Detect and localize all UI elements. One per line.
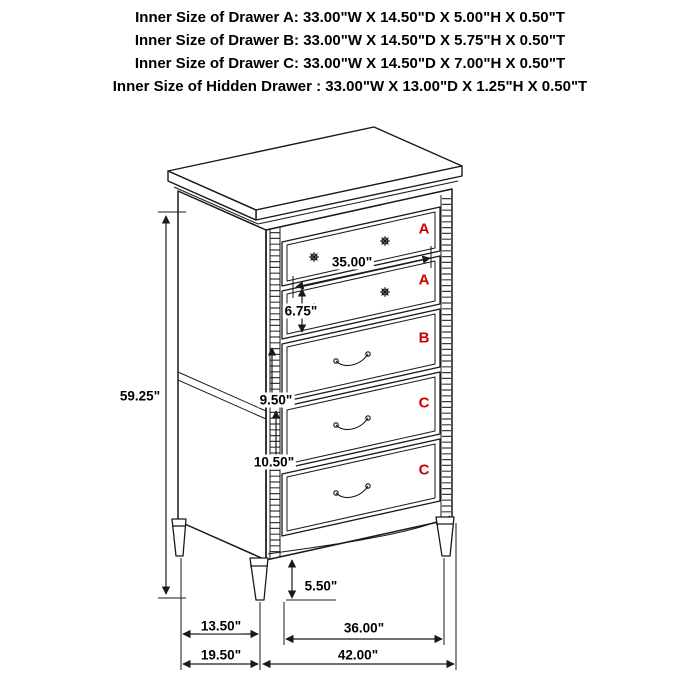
dimension-label-drawer-c-height: 10.50": [251, 454, 297, 470]
drawer-letter-c2: C: [418, 461, 430, 479]
spec-line-drawer-c: Inner Size of Drawer C: 33.00"W X 14.50"…: [134, 55, 566, 72]
drawer-letter-a2: A: [418, 271, 430, 289]
spec-line-hidden-drawer: Inner Size of Hidden Drawer : 33.00"W X …: [112, 78, 588, 95]
dimension-label-depth-inner: 13.50": [198, 618, 244, 634]
dimension-label-drawer-b-height: 9.50": [257, 392, 295, 408]
dimension-label-drawer-width: 35.00": [329, 254, 375, 270]
dimension-label-width-overall: 42.00": [335, 647, 381, 663]
legs: [171, 516, 455, 601]
drawer-letter-a1: A: [418, 220, 430, 238]
spec-line-drawer-b: Inner Size of Drawer B: 33.00"W X 14.50"…: [134, 32, 566, 49]
spec-line-drawer-a: Inner Size of Drawer A: 33.00"W X 14.50"…: [135, 9, 565, 26]
dimension-label-drawer-a-height: 6.75": [282, 303, 320, 319]
dimension-label-overall-height: 59.25": [117, 388, 163, 404]
chest-top: [167, 126, 463, 225]
dimension-lines: [158, 211, 457, 670]
pilaster-fluting: [270, 198, 451, 556]
dimension-label-leg-height: 5.50": [302, 578, 340, 594]
dimension-label-width-inner: 36.00": [341, 620, 387, 636]
drawer-letter-b: B: [418, 329, 430, 347]
drawer-letter-c1: C: [418, 394, 430, 412]
dimension-label-depth-overall: 19.50": [198, 647, 244, 663]
spec-header: Inner Size of Drawer A: 33.00"W X 14.50"…: [0, 6, 700, 98]
